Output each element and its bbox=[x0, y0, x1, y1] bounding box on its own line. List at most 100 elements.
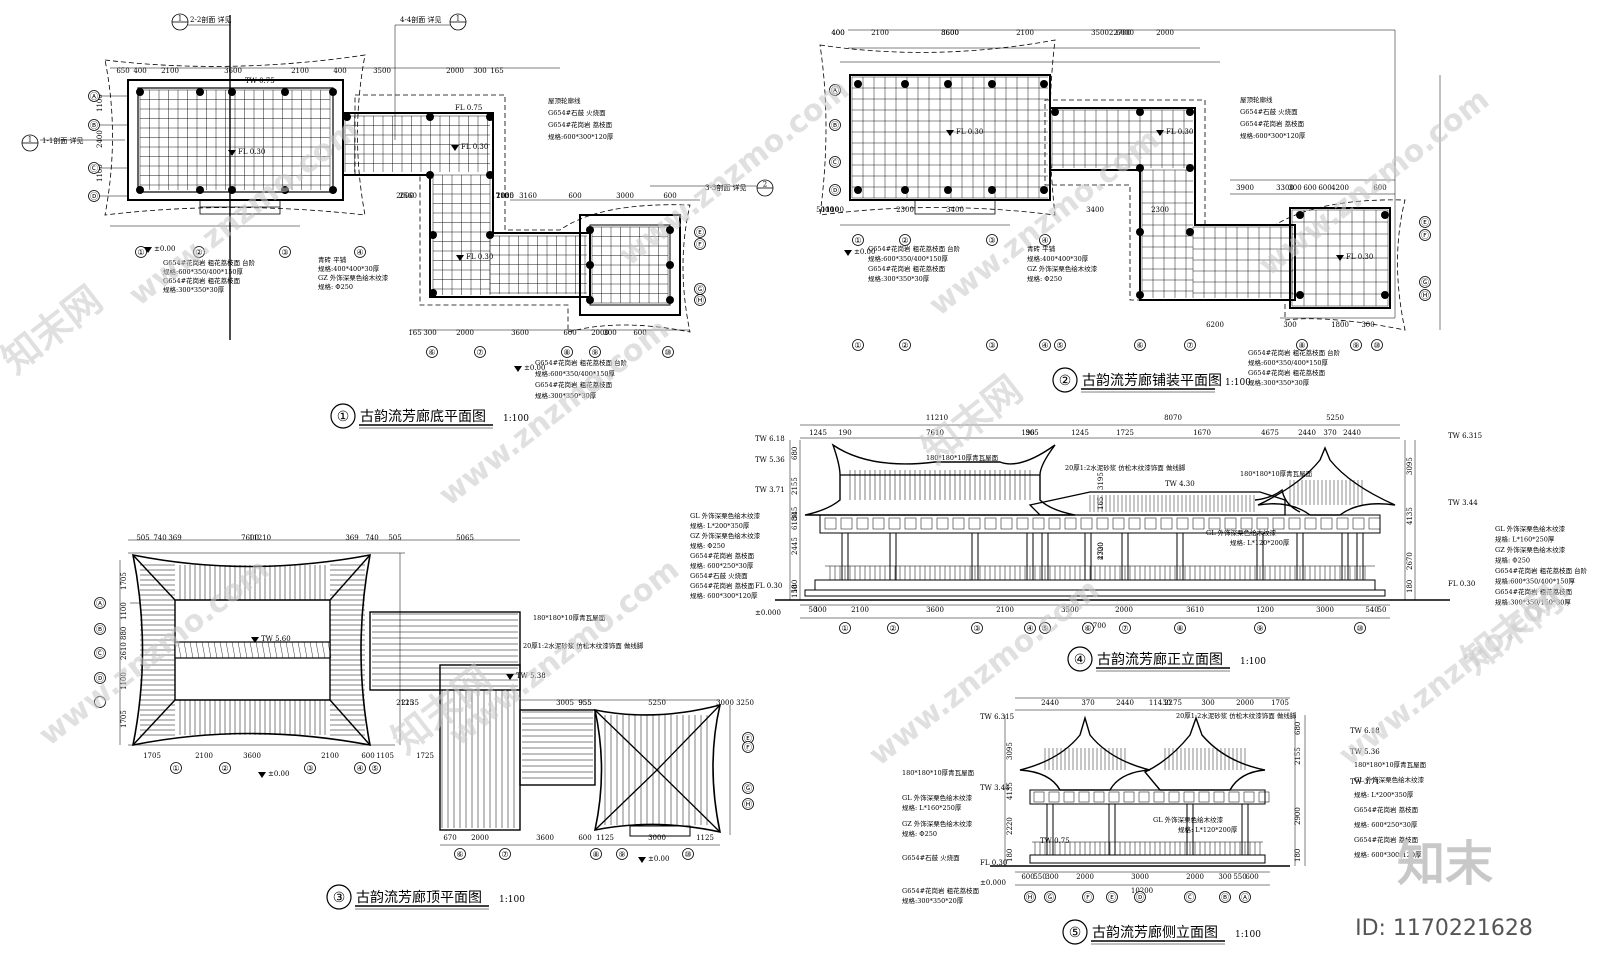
axis-label: ⑩ bbox=[1373, 341, 1380, 350]
axis-label: ⑦ bbox=[476, 348, 483, 357]
axis-bubble bbox=[852, 234, 864, 246]
axis-label: ④ bbox=[356, 764, 363, 773]
dimension-text: 300 bbox=[1361, 321, 1374, 329]
lattice-panel bbox=[1160, 517, 1173, 530]
dimension-text: 7600 bbox=[241, 534, 259, 542]
axis-label: Ⓖ bbox=[744, 784, 752, 793]
dimension-text: 6180 bbox=[791, 512, 799, 530]
axis-bubble bbox=[839, 622, 851, 634]
material-note: 屋顶轮廓线 bbox=[1240, 95, 1273, 104]
dimension-text: 1100 bbox=[96, 164, 104, 182]
material-note: G654#花岗岩 粗花荔枝面 台阶 bbox=[1495, 566, 1588, 575]
dimension-text: 1105 bbox=[376, 752, 394, 760]
column-marker bbox=[1136, 108, 1144, 116]
axis-bubble bbox=[694, 226, 706, 238]
dimension-text: 6200 bbox=[1206, 321, 1224, 329]
material-note: 规格:300*350*30厚 bbox=[1248, 378, 1310, 387]
axis-label: Ⓖ bbox=[1046, 893, 1054, 902]
dimension-text: 1100 bbox=[120, 602, 128, 620]
column-marker bbox=[901, 80, 909, 88]
watermark-text: www.znzmo.com bbox=[442, 552, 686, 753]
axis-bubble bbox=[1082, 891, 1094, 903]
column-marker bbox=[1040, 80, 1048, 88]
axis-label: ③ bbox=[306, 764, 313, 773]
ridge-pattern-line bbox=[255, 641, 260, 659]
dimension-text: 370 bbox=[1323, 429, 1336, 437]
lattice-panel bbox=[1304, 517, 1317, 530]
lattice-panel bbox=[1198, 791, 1210, 803]
axis-label: ⑨ bbox=[1256, 624, 1263, 633]
dimension-text: 600 bbox=[578, 834, 591, 842]
column-marker bbox=[1381, 291, 1389, 299]
material-note: GZ 外饰深栗色绘木纹漆 bbox=[1495, 545, 1566, 554]
lattice-panel bbox=[1213, 791, 1225, 803]
axis-bubble bbox=[1039, 622, 1051, 634]
material-note: G654#花岗岩 粗花荔枝面 台阶 bbox=[163, 258, 256, 267]
corridor-outline bbox=[1050, 107, 1296, 301]
axis-label: ⑦ bbox=[501, 850, 508, 859]
main-hall-outline bbox=[849, 74, 1051, 201]
title-number: ③ bbox=[333, 890, 346, 906]
dimension-text: 370 bbox=[1081, 699, 1094, 707]
axis-bubble bbox=[1082, 622, 1094, 634]
dimension-text: 2000 bbox=[446, 67, 464, 75]
axis-bubble bbox=[1184, 891, 1196, 903]
level-label: FL 0.30 bbox=[238, 148, 265, 156]
level-label: FL 0.30 bbox=[466, 253, 493, 261]
dimension-text: 600 bbox=[1303, 184, 1316, 192]
dimension-text: 365 bbox=[1025, 429, 1038, 437]
axis-label: ⑨ bbox=[1352, 341, 1359, 350]
axis-label: ⑦ bbox=[1121, 624, 1128, 633]
dimension-text: 650 bbox=[116, 67, 129, 75]
material-note: 规格:600*350/400*150厚 bbox=[163, 267, 244, 276]
lattice-panel bbox=[1288, 517, 1301, 530]
column-marker bbox=[136, 186, 144, 194]
dimension-text: 190 bbox=[1021, 429, 1034, 437]
level-label: FL 0.30 bbox=[755, 582, 782, 590]
title-number-circle bbox=[1052, 367, 1078, 393]
drawing-scale: 1:100 bbox=[1235, 930, 1261, 940]
material-note: 规格:300*350*20厚 bbox=[902, 896, 964, 905]
dimension-text: 3600 bbox=[926, 606, 944, 614]
axis-label: ⑤ bbox=[1041, 624, 1048, 633]
column-marker bbox=[281, 88, 289, 96]
column-marker bbox=[329, 186, 337, 194]
section-id: 1 bbox=[178, 15, 182, 23]
dimension-text: 3160 bbox=[519, 192, 537, 200]
dimension-text: 2000 bbox=[591, 329, 609, 337]
dimension-text: 300 bbox=[423, 329, 436, 337]
column-marker bbox=[944, 80, 952, 88]
lattice-panel bbox=[1176, 517, 1189, 530]
axis-label: ⑥ bbox=[1136, 341, 1143, 350]
material-note: 规格: L*200*350厚 bbox=[1354, 790, 1414, 799]
dimension-text: 300 bbox=[473, 67, 486, 75]
axis-label: Ⓔ bbox=[744, 734, 752, 743]
axis-label: Ⓕ bbox=[1084, 893, 1092, 902]
axis-bubble bbox=[474, 346, 486, 358]
axis-label: ⑧ bbox=[563, 348, 570, 357]
level-label: TW 6.315 bbox=[1448, 432, 1482, 440]
dimension-text: 600 bbox=[568, 192, 581, 200]
ridge-pattern-line bbox=[273, 641, 278, 659]
dimension-text: 4675 bbox=[1261, 429, 1279, 437]
dimension-text: 3500 bbox=[1091, 29, 1109, 37]
column-marker bbox=[1296, 211, 1304, 219]
axis-label: Ⓗ bbox=[744, 800, 752, 809]
material-note: 180*180*10厚青瓦屋面 bbox=[533, 613, 606, 622]
dimension-text: 600 bbox=[1021, 873, 1034, 881]
axis-label: ⑨ bbox=[591, 348, 598, 357]
lattice-panel bbox=[1168, 791, 1180, 803]
material-note: GL 外饰深栗色绘木纹漆 bbox=[1206, 528, 1277, 537]
title-number-circle bbox=[330, 403, 356, 429]
dimension-text: 1725 bbox=[416, 752, 434, 760]
axis-label: ⑨ bbox=[618, 850, 625, 859]
drawing-label: 3-3剖面 详见 bbox=[705, 183, 747, 192]
axis-bubble bbox=[829, 119, 841, 131]
dimension-text: 600 bbox=[1318, 184, 1331, 192]
axis-bubble bbox=[1134, 339, 1146, 351]
axis-bubble bbox=[354, 762, 366, 774]
dimension-text: 400 bbox=[333, 67, 346, 75]
drawing-title: 古韵流芳廊顶平面图 bbox=[356, 889, 482, 906]
roof-ridge bbox=[132, 554, 371, 746]
level-label: TW 5.38 bbox=[516, 672, 546, 680]
